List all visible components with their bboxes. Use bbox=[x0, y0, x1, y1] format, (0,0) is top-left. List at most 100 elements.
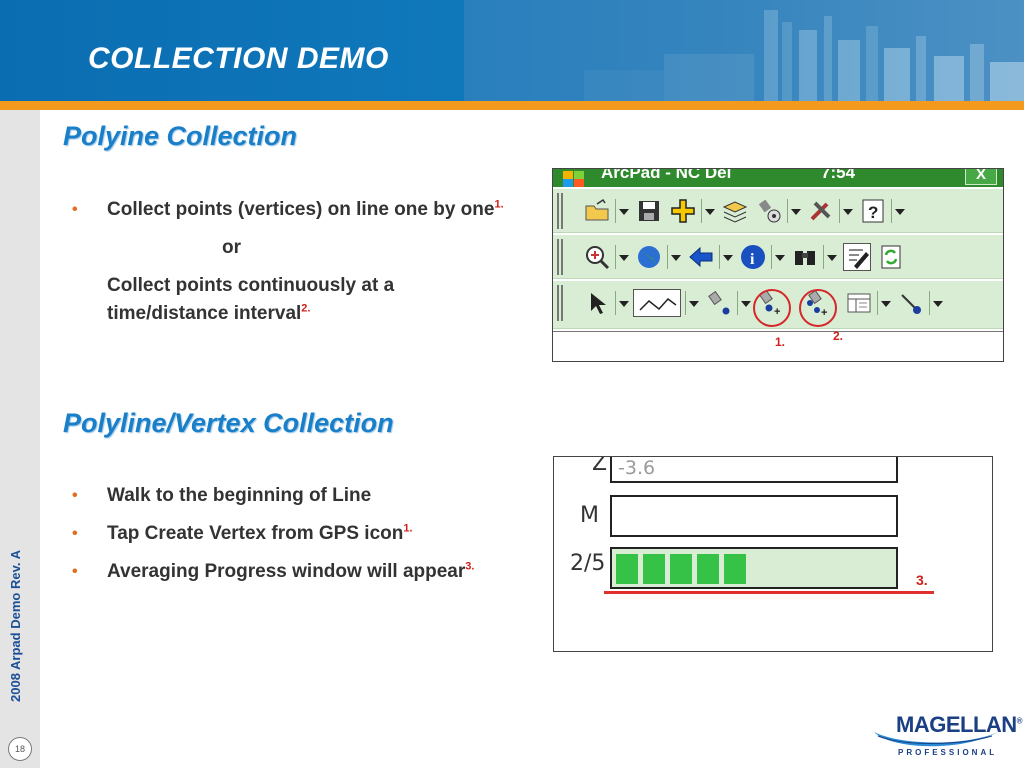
arcpad-toolbar-screenshot: ArcPad - NC Del 7:54 X ? bbox=[552, 168, 1004, 362]
bullet-icon: • bbox=[72, 201, 78, 218]
footnote-marker: 2. bbox=[301, 302, 311, 315]
z-value: -3.6 bbox=[618, 457, 656, 479]
progress-segment bbox=[697, 554, 719, 584]
page-number: 18 bbox=[8, 737, 32, 761]
logo-subtitle: PROFESSIONAL bbox=[898, 748, 998, 757]
accent-bar bbox=[0, 101, 1024, 110]
binoculars-icon[interactable] bbox=[791, 243, 819, 271]
bullet-icon: • bbox=[72, 525, 78, 542]
progress-segment bbox=[670, 554, 692, 584]
dropdown-arrow[interactable] bbox=[737, 291, 751, 315]
footnote-marker: 1. bbox=[403, 522, 413, 535]
dropdown-arrow[interactable] bbox=[839, 199, 853, 223]
bullet-text: Walk to the beginning of Line bbox=[107, 485, 372, 506]
toolbar-grip[interactable] bbox=[557, 193, 563, 229]
averaging-progress-screenshot: Z -3.6 M 2/5 3. bbox=[553, 456, 993, 652]
z-value-field: -3.6 bbox=[610, 457, 898, 483]
bullet-text: Averaging Progress window will appear bbox=[107, 561, 466, 582]
list-item: • Tap Create Vertex from GPS icon1. bbox=[72, 520, 512, 548]
svg-text:i: i bbox=[750, 251, 755, 268]
toolbar-empty-area bbox=[553, 331, 1003, 361]
windows-start-icon bbox=[563, 171, 584, 187]
highlight-ring-2 bbox=[799, 289, 837, 327]
highlight-ring-1 bbox=[753, 289, 791, 327]
page-title: COLLECTION DEMO bbox=[88, 42, 389, 75]
save-icon[interactable] bbox=[635, 197, 663, 225]
toolbar-grip[interactable] bbox=[557, 285, 563, 321]
refresh-icon[interactable] bbox=[877, 243, 905, 271]
help-icon[interactable]: ? bbox=[859, 197, 887, 225]
footnote-marker: 1. bbox=[494, 198, 504, 211]
bullet-text: Collect points continuously at a time/di… bbox=[107, 275, 395, 324]
logo-name: MAGELLAN® bbox=[896, 712, 1023, 737]
attributes-icon[interactable] bbox=[845, 289, 873, 317]
list-item: • Collect points (vertices) on line one … bbox=[72, 196, 512, 224]
layers-icon[interactable] bbox=[721, 197, 749, 225]
registered-mark: ® bbox=[1016, 716, 1023, 726]
progress-segment bbox=[616, 554, 638, 584]
svg-text:?: ? bbox=[868, 203, 878, 222]
averaging-progress-bar bbox=[610, 547, 898, 589]
logo-swoosh-icon bbox=[874, 732, 998, 747]
globe-icon[interactable] bbox=[635, 243, 663, 271]
dropdown-arrow[interactable] bbox=[877, 291, 891, 315]
zoom-icon[interactable] bbox=[583, 243, 611, 271]
edit-icon[interactable] bbox=[843, 243, 871, 271]
tools-icon[interactable] bbox=[807, 197, 835, 225]
dropdown-arrow[interactable] bbox=[823, 245, 837, 269]
m-value-field bbox=[610, 495, 898, 537]
bullet-icon: • bbox=[72, 487, 78, 504]
marker-2: 2. bbox=[833, 329, 844, 343]
city-skyline-image bbox=[464, 0, 1024, 104]
section-title-polyline-collection: Polyine Collection bbox=[63, 121, 298, 151]
gps-point-icon[interactable] bbox=[897, 289, 925, 317]
list-item: • Averaging Progress window will appear3… bbox=[72, 558, 512, 586]
bullet-list-section2: • Walk to the beginning of Line • Tap Cr… bbox=[72, 482, 512, 596]
dropdown-arrow[interactable] bbox=[615, 199, 629, 223]
window-title: ArcPad - NC Del bbox=[601, 169, 732, 182]
add-layer-icon[interactable] bbox=[669, 197, 697, 225]
bullet-text: Collect points (vertices) on line one by… bbox=[107, 199, 495, 220]
dropdown-arrow[interactable] bbox=[701, 199, 715, 223]
marker-1: 1. bbox=[775, 335, 786, 349]
section-title-vertex-collection: Polyline/Vertex Collection bbox=[63, 408, 394, 438]
m-label: M bbox=[580, 503, 599, 528]
bullet-icon: • bbox=[72, 563, 78, 580]
list-item-continuation: Collect points continuously at a time/di… bbox=[72, 272, 512, 328]
or-separator: or bbox=[222, 237, 241, 258]
polyline-icon[interactable] bbox=[633, 289, 681, 317]
open-folder-icon[interactable] bbox=[583, 197, 611, 225]
red-underline bbox=[604, 591, 934, 594]
list-item: • Walk to the beginning of Line bbox=[72, 482, 512, 510]
close-button[interactable]: X bbox=[965, 169, 997, 185]
bullet-text: Tap Create Vertex from GPS icon bbox=[107, 523, 404, 544]
magellan-logo: MAGELLAN® PROFESSIONAL bbox=[872, 706, 1023, 762]
toolbar-grip[interactable] bbox=[557, 239, 563, 275]
window-titlebar: ArcPad - NC Del 7:54 X bbox=[553, 169, 1003, 187]
dropdown-arrow[interactable] bbox=[929, 291, 943, 315]
left-sidebar bbox=[0, 110, 40, 768]
clock-text: 7:54 bbox=[821, 169, 856, 182]
toolbar-row-1: ? bbox=[553, 189, 1003, 233]
dropdown-arrow[interactable] bbox=[771, 245, 785, 269]
dropdown-arrow[interactable] bbox=[719, 245, 733, 269]
info-icon[interactable]: i bbox=[739, 243, 767, 271]
gps-settings-icon[interactable] bbox=[755, 197, 783, 225]
progress-label: 2/5 bbox=[570, 551, 606, 576]
back-arrow-icon[interactable] bbox=[687, 243, 715, 271]
toolbar-row-2: i bbox=[553, 235, 1003, 279]
bullet-list-section1: • Collect points (vertices) on line one … bbox=[72, 196, 512, 338]
dropdown-arrow[interactable] bbox=[667, 245, 681, 269]
header-banner: COLLECTION DEMO bbox=[0, 0, 1024, 104]
z-label: Z bbox=[592, 456, 608, 476]
gps-vertex-icon[interactable] bbox=[705, 289, 733, 317]
progress-segment bbox=[643, 554, 665, 584]
pointer-icon[interactable] bbox=[583, 289, 611, 317]
dropdown-arrow[interactable] bbox=[615, 291, 629, 315]
marker-3: 3. bbox=[916, 572, 928, 588]
dropdown-arrow[interactable] bbox=[787, 199, 801, 223]
dropdown-arrow[interactable] bbox=[615, 245, 629, 269]
dropdown-arrow[interactable] bbox=[891, 199, 905, 223]
dropdown-arrow[interactable] bbox=[685, 291, 699, 315]
